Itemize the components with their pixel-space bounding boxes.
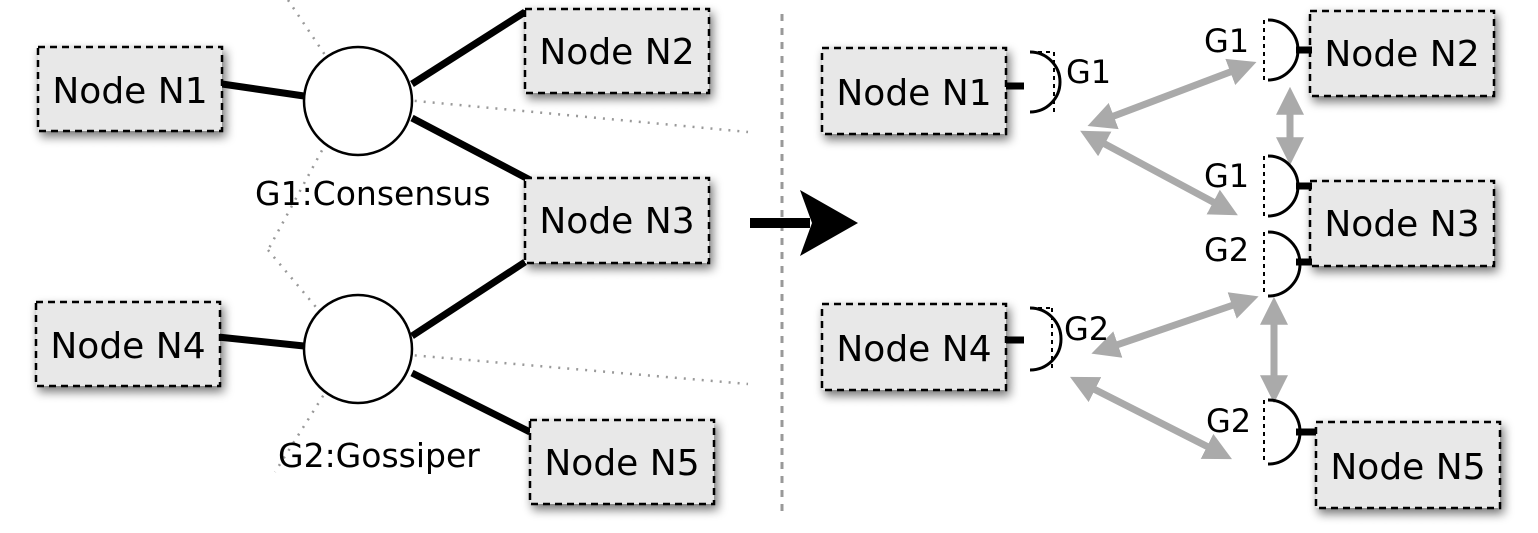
- gossip-arrows: [1070, 58, 1304, 460]
- port-label-n5-g2: G2: [1206, 402, 1251, 440]
- port-n1-g1: [1006, 50, 1062, 114]
- right-node-n3: Node N3: [1308, 179, 1496, 268]
- port-n3-g1: [1263, 154, 1312, 218]
- node-label: Node N1: [52, 71, 207, 112]
- right-node-n5: Node N5: [1314, 420, 1502, 510]
- left-node-n2: Node N2: [523, 7, 711, 95]
- node-label: Node N1: [836, 73, 991, 114]
- group-g1-label: G1:Consensus: [255, 174, 491, 213]
- port-label-n1-g1: G1: [1066, 53, 1111, 91]
- left-node-n4: Node N4: [34, 300, 222, 388]
- port-n3-g2: [1263, 230, 1312, 298]
- right-panel: Node N1 Node N2 Node N3 Node N4 Node N5: [820, 9, 1502, 510]
- port-label-n3-g2: G2: [1204, 231, 1249, 269]
- ports: [1006, 18, 1316, 466]
- node-label: Node N5: [544, 443, 699, 484]
- group-g1-circle: [302, 45, 414, 157]
- right-node-n1: Node N1: [820, 46, 1008, 136]
- group-g2-label: G2:Gossiper: [278, 436, 480, 475]
- group-links: [217, 9, 532, 436]
- node-label: Node N3: [1324, 204, 1479, 245]
- right-node-n2: Node N2: [1308, 9, 1496, 98]
- left-node-n1: Node N1: [36, 45, 224, 133]
- port-label-n4-g2: G2: [1064, 310, 1109, 348]
- port-n4-g2: [1006, 306, 1063, 372]
- right-node-n4: Node N4: [820, 302, 1008, 392]
- node-label: Node N2: [539, 32, 694, 73]
- left-panel: G1:Consensus G2:Gossiper Node N1 Node N2…: [34, 0, 749, 506]
- node-label: Node N5: [1330, 447, 1485, 488]
- port-label-n3-g1: G1: [1204, 157, 1249, 195]
- left-node-n3: Node N3: [523, 176, 711, 265]
- port-label-n2-g1: G1: [1204, 22, 1249, 60]
- node-label: Node N3: [539, 201, 694, 242]
- node-label: Node N4: [50, 326, 205, 367]
- left-node-n5: Node N5: [528, 418, 716, 506]
- port-n2-g1: [1263, 18, 1312, 82]
- transform-arrow-icon: [750, 190, 858, 256]
- node-label: Node N4: [836, 329, 991, 370]
- node-label: Node N2: [1324, 34, 1479, 75]
- group-g2-circle: [302, 293, 414, 405]
- port-n5-g2: [1263, 398, 1316, 466]
